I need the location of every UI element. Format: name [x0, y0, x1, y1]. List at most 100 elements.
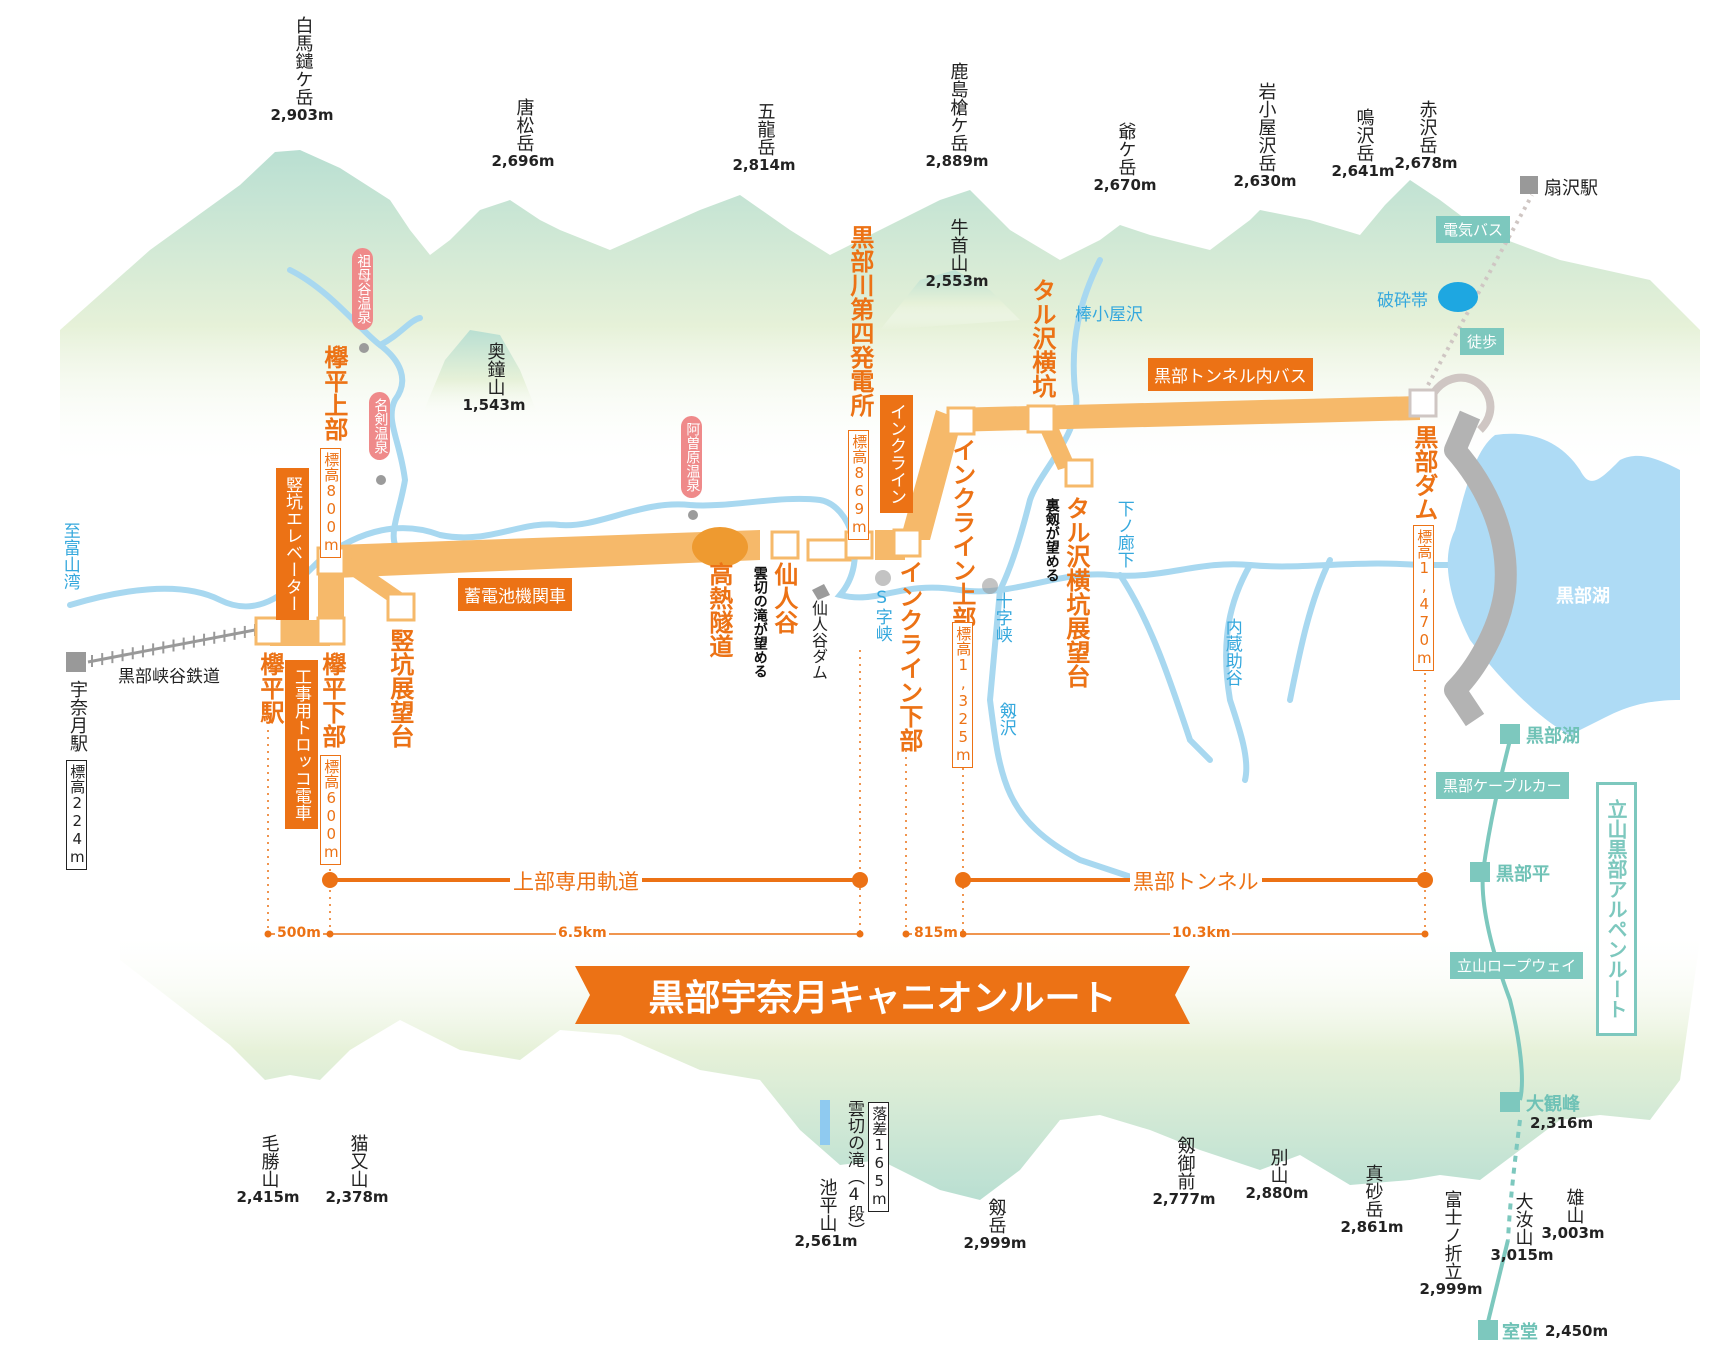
peak-onanjiyama: 大汝山 3,015m [1490, 1192, 1553, 1264]
distance-500m: 500m [275, 925, 323, 941]
peak-elevation: 2,696m [491, 152, 555, 170]
peak-ushikubiyama: 牛首山 2,553m [925, 218, 988, 290]
river-label-tsurugisawa: 剱沢 [995, 702, 1016, 736]
station-kurobe-dam-label: 黒部ダム [1409, 425, 1438, 521]
peak-elevation: 2,630m [1233, 172, 1297, 190]
segment-label-kurobe-tunnel: 黒部トンネル [1130, 866, 1262, 896]
peak-name: 鹿島槍ケ岳 [947, 62, 969, 152]
walk-path [1426, 373, 1495, 433]
peak-ikenodairayama: 池平山 2,561m [794, 1178, 857, 1250]
peak-jiigatake: 爺ケ岳 2,670m [1093, 122, 1156, 194]
alpine-route-line [1480, 739, 1524, 1331]
river-label-toyama-bay: 至富山湾 [59, 522, 80, 590]
peak-elevation: 2,999m [1419, 1280, 1483, 1298]
station-kurobe-dam-elevation: 標高1,470m [1413, 525, 1435, 671]
peak-name: 奥鐘山 [484, 342, 506, 396]
river-system [67, 257, 1503, 883]
distance-815m: 815m [912, 925, 960, 941]
peak-akazawadake: 赤沢岳 2,678m [1394, 100, 1457, 172]
tag-electric-bus: 電気バス [1436, 216, 1511, 243]
peak-hakuba-yarigatake: 白馬鑓ケ岳 2,903m [270, 16, 333, 124]
peak-name: 白馬鑓ケ岳 [292, 16, 314, 106]
distance-10-3km: 10.3km [1170, 925, 1233, 941]
junction-marks [359, 343, 998, 600]
railway-label: 黒部峡谷鉄道 [118, 667, 220, 687]
peak-goryudake: 五龍岳 2,814m [732, 102, 795, 174]
alpine-station-markers [1470, 724, 1520, 1340]
tag-construction-trolley: 工事用トロッコ電車 [285, 660, 318, 829]
tag-ropeway: 立山ロープウェイ [1450, 952, 1584, 979]
peak-oyama: 雄山 3,003m [1541, 1188, 1604, 1242]
peak-elevation: 2,861m [1340, 1218, 1404, 1236]
station-kounetsu-label: 高熱隧道 [704, 562, 733, 658]
peak-elevation: 2,903m [270, 106, 334, 124]
river-label-bokoyazawa: 棒小屋沢 [1075, 305, 1143, 325]
station-incline-lower-label: インクライン下部 [894, 560, 923, 752]
peak-name: 猫又山 [347, 1134, 369, 1188]
kounetsu-tunnel-marker [692, 527, 748, 567]
tag-cable-car: 黒部ケーブルカー [1436, 772, 1569, 799]
peak-elevation: 2,670m [1093, 176, 1157, 194]
tag-shaft-elevator: 竪坑エレベーター [276, 468, 309, 620]
alpine-route-banner: 立山黒部アルペンルート [1596, 782, 1637, 1036]
station-unazuki-label: 宇奈月駅 [67, 680, 88, 752]
peak-name: 剱御前 [1174, 1136, 1196, 1190]
alpine-station-daikanbo: 大観峰 [1526, 1094, 1580, 1115]
alpine-station-murodo: 室堂 [1502, 1322, 1538, 1343]
peak-name: 鳴沢岳 [1353, 108, 1375, 162]
peak-elevation: 2,561m [794, 1232, 858, 1250]
peak-masagodake: 真砂岳 2,861m [1340, 1164, 1403, 1236]
station-taruzawa-label: タル沢横坑 [1027, 278, 1056, 398]
peak-karamatsudake: 唐松岳 2,696m [491, 98, 554, 170]
river-label-uchikurasuke: 内蔵助谷 [1221, 618, 1242, 686]
waterfall-marker [820, 1100, 830, 1145]
station-tatekou-view-label: 竪坑展望台 [385, 628, 414, 748]
onsen-meiken: 名剣温泉 [369, 392, 391, 460]
unazuki-station-marker [66, 652, 86, 672]
peak-name: 唐松岳 [513, 98, 535, 152]
peak-name: 富士ノ折立 [1441, 1190, 1463, 1280]
peak-elevation: 2,777m [1152, 1190, 1216, 1208]
tag-incline: インクライン [880, 395, 913, 513]
peak-nekomatayama: 猫又山 2,378m [325, 1134, 388, 1206]
segment-label-upper-track: 上部専用軌道 [510, 866, 642, 896]
station-incline-upper-label: インクライン上部 [947, 438, 976, 630]
distance-6-5km: 6.5km [556, 925, 609, 941]
title-banner-shape [575, 966, 1190, 1024]
peak-name: 大汝山 [1512, 1192, 1534, 1246]
fault-zone-marker [1438, 282, 1478, 312]
peak-elevation: 2,415m [236, 1188, 300, 1206]
station-unazuki-elevation: 標高224m [66, 760, 88, 870]
segment-endpoints [264, 872, 1433, 938]
mountain-range-bottom [120, 930, 1700, 1200]
kurobe-dam [1444, 410, 1517, 727]
river-label-s-gorge: S字峡 [871, 588, 892, 642]
landmark-fault-zone: 破砕帯 [1377, 291, 1428, 311]
station-power-plant-label: 黒部川第四発電所 [845, 225, 874, 417]
onsen-asohara: 阿曽原温泉 [681, 416, 703, 498]
tag-walk: 徒歩 [1460, 328, 1505, 355]
peak-name: 赤沢岳 [1416, 100, 1438, 154]
station-taruzawa-view-label: タル沢横坑展望台 [1061, 496, 1090, 688]
peak-tsurugigozen: 剱御前 2,777m [1152, 1136, 1215, 1208]
station-incline-upper-elevation: 標高1,325m [952, 622, 974, 768]
peak-name: 岩小屋沢岳 [1255, 82, 1277, 172]
station-keyakidaira-upper-label: 欅平上部 [319, 345, 348, 441]
peak-name: 毛勝山 [258, 1134, 280, 1188]
peak-fujinooritate: 富士ノ折立 2,999m [1419, 1190, 1482, 1298]
station-keyakidaira-upper-elevation: 標高800m [320, 448, 342, 558]
peak-kashimayarigatake: 鹿島槍ケ岳 2,889m [925, 62, 988, 170]
peak-elevation: 2,678m [1394, 154, 1458, 172]
landmark-sennindani-dam: 仙人谷ダム [809, 600, 828, 680]
peak-name: 五龍岳 [754, 102, 776, 156]
peak-elevation: 2,553m [925, 272, 989, 290]
station-ogisawa-label: 扇沢駅 [1544, 178, 1598, 199]
peak-bessan: 別山 2,880m [1245, 1148, 1308, 1202]
alpine-station-kurobeko: 黒部湖 [1526, 726, 1580, 747]
peak-name: 牛首山 [947, 218, 969, 272]
peak-okukaneyama: 奥鐘山 1,543m [462, 342, 525, 414]
station-keyakidaira-lower-elevation: 標高600m [320, 755, 342, 865]
peak-elevation: 2,378m [325, 1188, 389, 1206]
tag-tunnel-bus: 黒部トンネル内バス [1148, 358, 1313, 391]
